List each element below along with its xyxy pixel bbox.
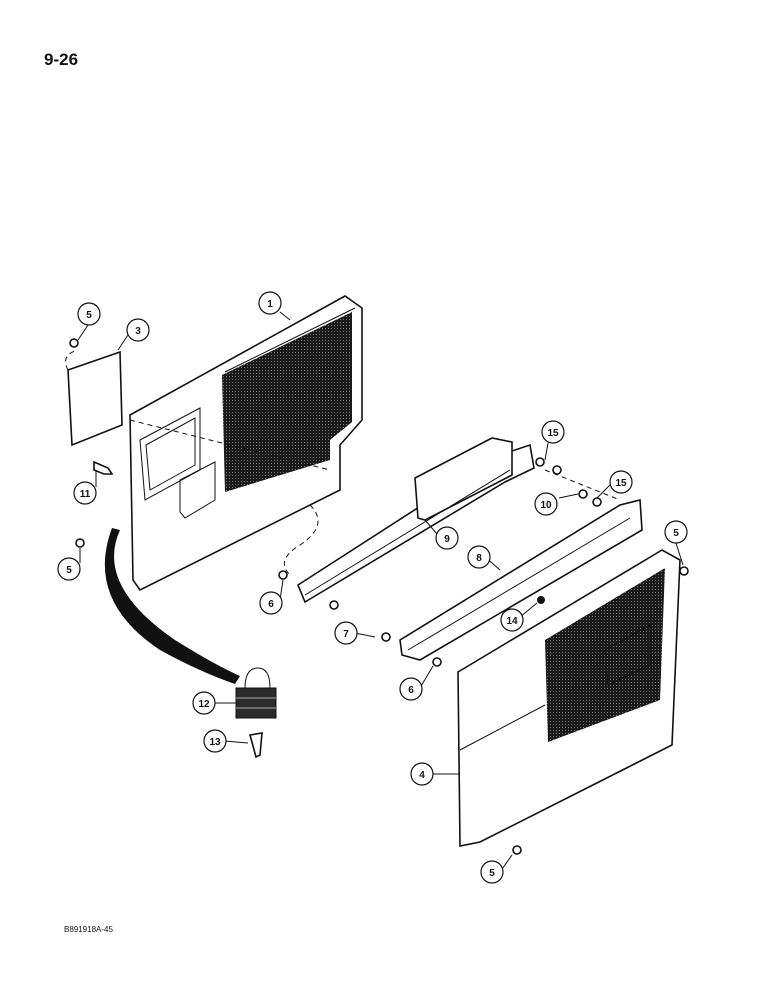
callout: 6 (399, 677, 423, 701)
svg-text:5: 5 (673, 528, 679, 539)
svg-text:1: 1 (267, 299, 273, 310)
callout: 3 (126, 318, 150, 342)
svg-text:9: 9 (444, 534, 450, 545)
callout: 14 (500, 608, 524, 632)
callout: 5 (664, 520, 688, 544)
svg-text:8: 8 (476, 553, 482, 564)
lower-rail (399, 498, 643, 661)
svg-text:15: 15 (615, 478, 627, 489)
fastener-bolts (69, 338, 689, 855)
cover-plate (65, 349, 123, 447)
callout: 11 (73, 481, 97, 505)
callout: 9 (435, 526, 459, 550)
callout: 8 (467, 545, 491, 569)
callout: 5 (57, 557, 81, 581)
svg-text:3: 3 (135, 326, 141, 337)
routing-line (283, 504, 319, 576)
svg-text:13: 13 (209, 737, 221, 748)
svg-text:5: 5 (66, 565, 72, 576)
svg-text:6: 6 (268, 599, 274, 610)
latch-stud (93, 460, 114, 475)
callout: 15 (609, 470, 633, 494)
svg-text:12: 12 (198, 699, 210, 710)
callout: 5 (77, 302, 101, 326)
routing-line (544, 469, 621, 501)
callout: 13 (203, 729, 227, 753)
left-panel-mesh (222, 312, 352, 492)
location-arrow (104, 528, 241, 684)
right-side-panel (457, 549, 681, 847)
callout: 1 (258, 291, 282, 315)
callout: 6 (259, 591, 283, 615)
svg-text:5: 5 (489, 868, 495, 879)
callout: 7 (334, 621, 358, 645)
figure-code: B891918A-45 (64, 925, 113, 934)
callout: 4 (410, 762, 434, 786)
svg-text:7: 7 (343, 629, 349, 640)
callout: 10 (534, 492, 558, 516)
left-side-panel (129, 295, 363, 592)
callout: 15 (541, 420, 565, 444)
svg-text:11: 11 (80, 489, 91, 500)
svg-text:4: 4 (419, 770, 425, 781)
callout: 5 (480, 860, 504, 884)
svg-text:14: 14 (506, 616, 518, 627)
key (248, 732, 263, 759)
leader-lines (77, 311, 684, 873)
padlock (235, 667, 277, 719)
page-number: 9-26 (44, 50, 79, 69)
svg-text:5: 5 (86, 310, 92, 321)
callout: 12 (192, 691, 216, 715)
svg-text:15: 15 (547, 428, 559, 439)
upper-rail (297, 437, 535, 604)
svg-text:10: 10 (540, 500, 552, 511)
svg-text:6: 6 (408, 685, 414, 696)
